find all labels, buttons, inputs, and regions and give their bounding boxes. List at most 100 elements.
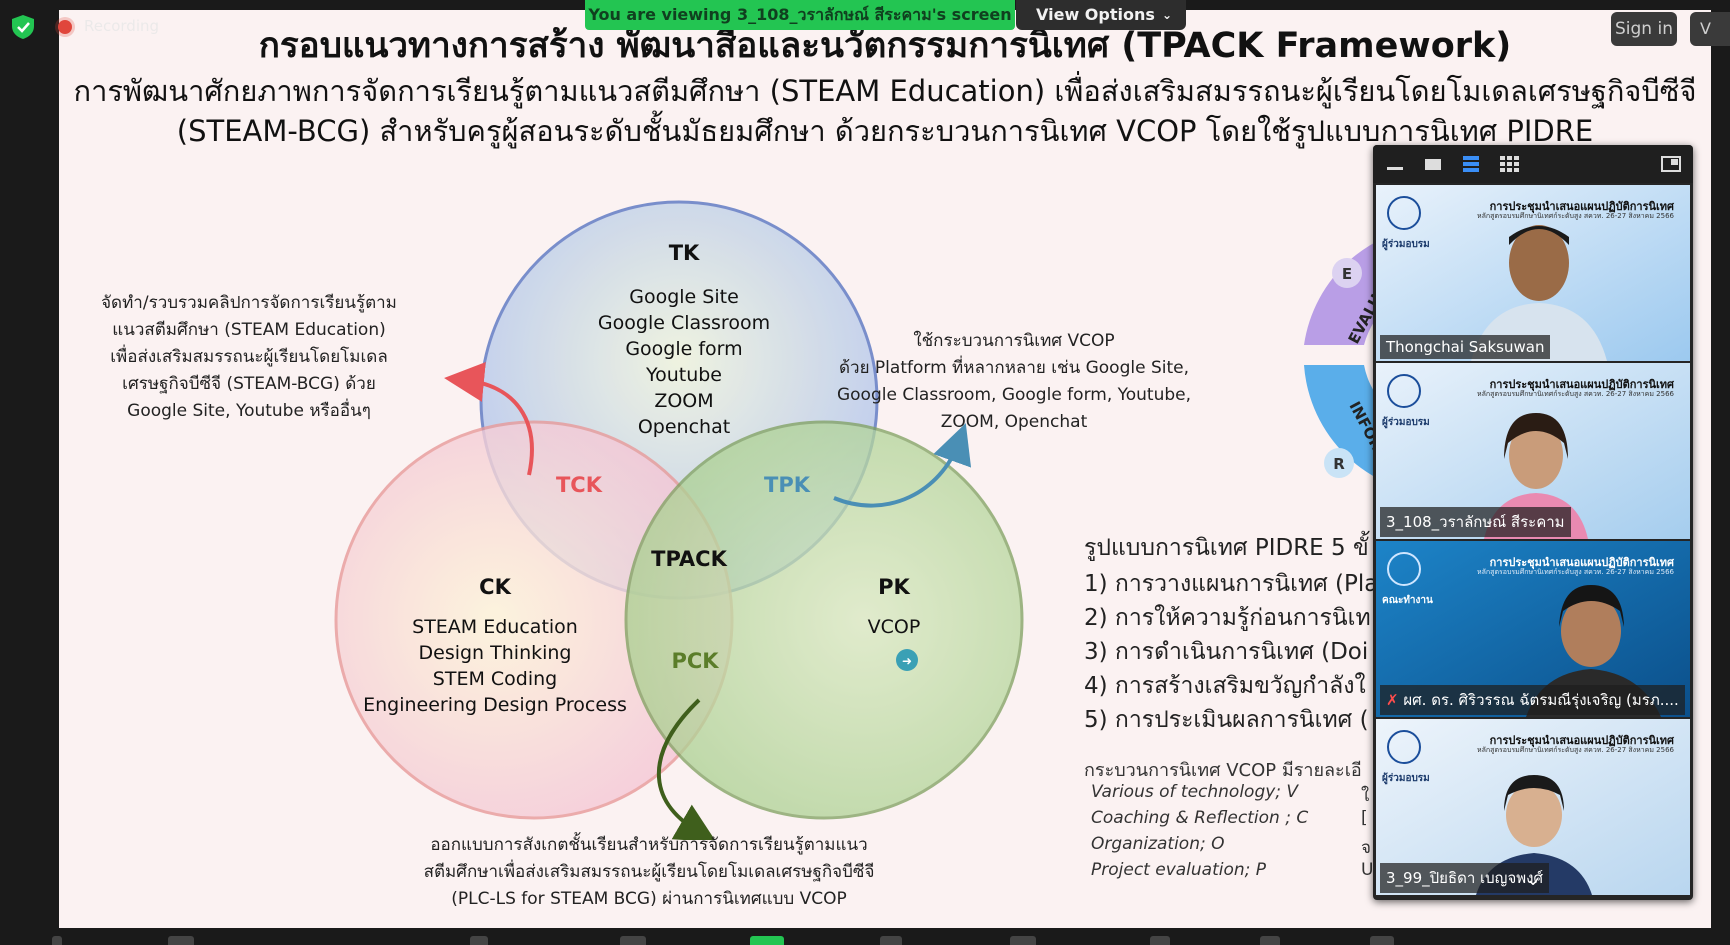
- r-badge: [1324, 448, 1354, 478]
- conference-title: การประชุมนำเสนอแผนปฏิบัติการนิเทศ: [1489, 556, 1674, 569]
- scroll-down-chevron-icon[interactable]: ⌄: [1525, 869, 1541, 890]
- mic-muted-icon: ✗: [1386, 691, 1404, 709]
- participant-name-text: ผศ. ดร. ศิริวรรณ ฉัตรมณีรุ่งเจริญ (มรภ..…: [1403, 691, 1679, 709]
- whiteboard-icon[interactable]: [1370, 936, 1394, 945]
- pk-label: PK: [878, 575, 910, 599]
- pidre-step: 4) การสร้างเสริมขวัญกำลังใ: [1084, 673, 1366, 699]
- tck-note-line: Google Site, Youtube หรืออื่นๆ: [127, 401, 371, 421]
- single-view-icon[interactable]: [1423, 155, 1443, 173]
- pidre-step: 5) การประเมินผลการนิเทศ (: [1084, 707, 1369, 733]
- participants-video-panel: การประชุมนำเสนอแผนปฏิบัติการนิเทศ หลักสู…: [1373, 145, 1693, 900]
- vcop-item-suffix: ใ: [1361, 786, 1370, 806]
- vcop-item: Various of technology; V: [1091, 782, 1299, 802]
- e-badge-label: E: [1342, 265, 1352, 283]
- tpk-note-line: ใช้กระบวนการนิเทศ VCOP: [913, 331, 1115, 351]
- chat-icon[interactable]: [620, 936, 646, 945]
- conference-subtitle: หลักสูตรอบรมศึกษานิเทศก์ระดับสูง สควท. 2…: [1477, 390, 1674, 398]
- vcop-item-suffix: จ: [1361, 838, 1371, 858]
- record-icon[interactable]: [880, 936, 902, 945]
- participant-name: 3_108_วราลักษณ์ สีระคาม: [1380, 507, 1571, 537]
- meeting-toolbar: [0, 928, 1730, 945]
- tck-note-line: เศรษฐกิจบีซีจี (STEAM-BCG) ด้วย: [122, 374, 376, 394]
- tpack-venn-diagram: TK Google Site Google Classroom Google f…: [334, 200, 1024, 840]
- participant-tile[interactable]: การประชุมนำเสนอแผนปฏิบัติการนิเทศ หลักสู…: [1376, 541, 1690, 717]
- r-badge-label: R: [1333, 455, 1345, 473]
- pck-note-line: สตีมศึกษาเพื่อส่งเสริมสมรรถนะผู้เรียนโดย…: [423, 862, 875, 882]
- pck-label: PCK: [671, 649, 719, 673]
- pck-note-line: ออกแบบการสังเกตชั้นเรียนสำหรับการจัดการเ…: [430, 835, 868, 855]
- view-button-label: V: [1700, 19, 1711, 38]
- conference-title: การประชุมนำเสนอแผนปฏิบัติการนิเทศ: [1489, 200, 1674, 213]
- vcop-item-suffix: [: [1361, 808, 1368, 828]
- mouse-pointer-icon: [896, 649, 918, 671]
- tck-note-line: แนวสตีมศึกษา (STEAM Education): [112, 320, 386, 340]
- reactions-icon[interactable]: [1150, 936, 1170, 945]
- conference-title: การประชุมนำเสนอแผนปฏิบัติการนิเทศ: [1489, 378, 1674, 391]
- tpk-note-line: Google Classroom, Google form, Youtube,: [836, 385, 1192, 405]
- more-icon[interactable]: [1260, 936, 1280, 945]
- tpk-note: ใช้กระบวนการนิเทศ VCOP ด้วย Platform ที่…: [814, 328, 1214, 436]
- ck-item: Engineering Design Process: [363, 694, 627, 716]
- pk-item: VCOP: [868, 616, 921, 638]
- tk-item: Google form: [625, 338, 742, 360]
- pidre-step: 1) การวางแผนการนิเทศ (Pla: [1084, 571, 1379, 597]
- pck-note-line: (PLC-LS for STEAM BCG) ผ่านการนิเทศแบบ V…: [451, 889, 847, 909]
- tk-item: Youtube: [645, 364, 722, 386]
- vcop-item: Coaching & Reflection ; C: [1091, 808, 1309, 828]
- recording-label[interactable]: Recording: [84, 17, 160, 35]
- pck-note: ออกแบบการสังเกตชั้นเรียนสำหรับการจัดการเ…: [369, 832, 929, 913]
- vcop-item: Project evaluation; P: [1091, 860, 1267, 880]
- ck-item: Design Thinking: [419, 642, 572, 664]
- tck-label: TCK: [556, 473, 603, 497]
- chevron-down-icon: ⌄: [1161, 8, 1172, 22]
- viewing-screen-banner: You are viewing 3_108_วราลักษณ์ สีระคาม'…: [585, 0, 1015, 30]
- popout-icon[interactable]: [1661, 155, 1681, 173]
- e-badge: [1332, 258, 1362, 288]
- ck-item: STEM Coding: [433, 668, 557, 690]
- mic-icon[interactable]: [52, 936, 62, 945]
- tpk-note-line: ด้วย Platform ที่หลากหลาย เช่น Google Si…: [838, 358, 1190, 378]
- tpk-label: TPK: [764, 473, 811, 497]
- tk-item: Google Classroom: [598, 312, 770, 334]
- tk-item: ZOOM: [654, 390, 713, 412]
- conference-subtitle: หลักสูตรอบรมศึกษานิเทศก์ระดับสูง สควท. 2…: [1477, 568, 1674, 576]
- participant-role: ผู้ร่วมอบรม: [1382, 773, 1430, 784]
- vcop-item: Organization; O: [1091, 834, 1225, 854]
- participants-icon[interactable]: [470, 936, 488, 945]
- recording-indicator-icon: [58, 20, 72, 34]
- view-options-button[interactable]: View Options ⌄: [1016, 0, 1186, 30]
- apps-icon[interactable]: [1010, 936, 1036, 945]
- pk-circle: [624, 420, 1024, 820]
- minimize-icon[interactable]: [1385, 155, 1405, 173]
- ck-item: STEAM Education: [412, 616, 578, 638]
- video-feed: [1376, 185, 1690, 361]
- sign-in-button[interactable]: Sign in: [1611, 12, 1677, 46]
- tck-note-line: เพื่อส่งเสริมสมรรถนะผู้เรียนโดยโมเดล: [110, 347, 388, 367]
- tpk-arrow: [833, 423, 972, 508]
- pck-arrow: [656, 698, 717, 840]
- view-options-label: View Options: [1036, 5, 1155, 24]
- share-screen-icon[interactable]: [750, 936, 784, 945]
- ck-label: CK: [479, 575, 511, 599]
- gallery-view-icon[interactable]: [1499, 155, 1519, 173]
- video-icon[interactable]: [168, 936, 194, 945]
- slide-title: กรอบแนวทางการสร้าง พัฒนาสื่อและนวัตกรรมก…: [258, 26, 1512, 66]
- vcop-item-suffix: U: [1361, 860, 1374, 880]
- participant-tile-active[interactable]: การประชุมนำเสนอแผนปฏิบัติการนิเทศ หลักสู…: [1376, 363, 1690, 539]
- slide-subtitle-line-1: การพัฒนาศักยภาพการจัดการเรียนรู้ตามแนวสต…: [73, 74, 1697, 108]
- tpack-label: TPACK: [651, 547, 727, 571]
- tk-item: Google Site: [629, 286, 739, 308]
- participant-name: Thongchai Saksuwan: [1380, 335, 1551, 359]
- participant-name: 3_99_ปิยธิดา เบญจพงศ์: [1380, 863, 1549, 893]
- view-button[interactable]: V: [1690, 12, 1730, 46]
- pidre-title: รูปแบบการนิเทศ PIDRE 5 ขั้: [1084, 535, 1369, 561]
- strip-view-icon[interactable]: [1461, 155, 1481, 173]
- panel-toolbar: [1373, 145, 1693, 183]
- participant-tile[interactable]: การประชุมนำเสนอแผนปฏิบัติการนิเทศ หลักสู…: [1376, 185, 1690, 361]
- security-shield-icon[interactable]: [10, 14, 36, 40]
- conference-title: การประชุมนำเสนอแผนปฏิบัติการนิเทศ: [1489, 734, 1674, 747]
- participant-tile[interactable]: การประชุมนำเสนอแผนปฏิบัติการนิเทศ หลักสู…: [1376, 719, 1690, 895]
- tk-label: TK: [669, 241, 700, 265]
- tck-note: จัดทำ/รวบรวมคลิปการจัดการเรียนรู้ตาม แนว…: [89, 290, 409, 425]
- tck-note-line: จัดทำ/รวบรวมคลิปการจัดการเรียนรู้ตาม: [101, 293, 397, 313]
